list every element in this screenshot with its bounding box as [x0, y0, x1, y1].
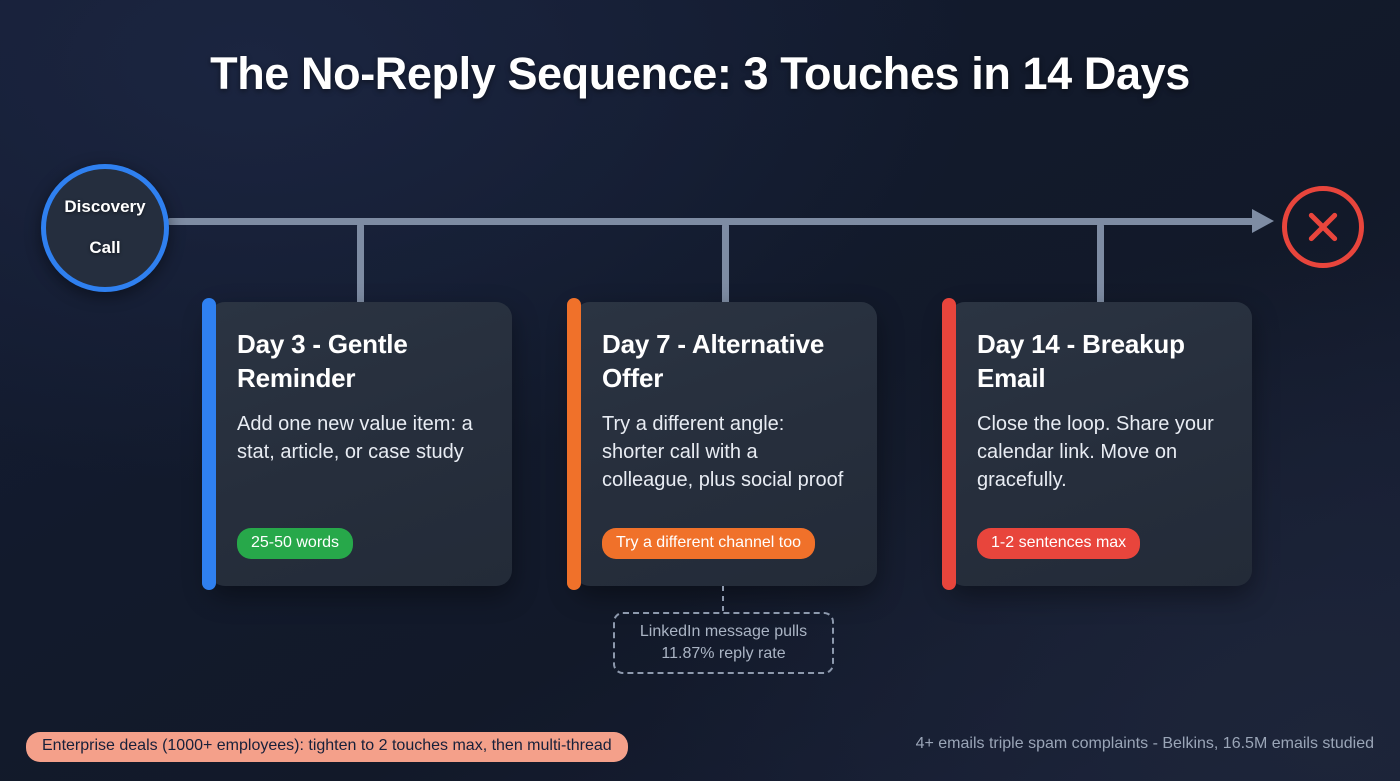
discovery-call-label-line1: Discovery	[64, 196, 146, 216]
timeline-branch-3	[1097, 224, 1104, 304]
card-accent-bar-2	[567, 298, 581, 590]
linkedin-annotation-text: LinkedIn message pulls 11.87% reply rate	[639, 623, 808, 662]
card-day-7: Day 7 - Alternative Offer Try a differen…	[567, 298, 877, 590]
card-badge-1: 25-50 words	[237, 528, 354, 559]
source-note: 4+ emails triple spam complaints - Belki…	[915, 735, 1374, 752]
timeline-branch-2	[722, 224, 729, 304]
page-title: The No-Reply Sequence: 3 Touches in 14 D…	[210, 48, 1190, 99]
card-accent-bar-1	[202, 298, 216, 590]
timeline-arrow-icon	[1252, 209, 1274, 233]
card-badge-2: Try a different channel too	[602, 528, 815, 559]
card-body-1: Add one new value item: a stat, article,…	[237, 412, 473, 463]
timeline-branch-1	[357, 224, 364, 304]
close-x-icon	[1282, 186, 1364, 268]
card-badge-3: 1-2 sentences max	[977, 528, 1141, 559]
card-day-14: Day 14 - Breakup Email Close the loop. S…	[942, 298, 1252, 590]
card-title-1: Day 3 - Gentle Reminder	[237, 329, 408, 393]
annotation-connector	[722, 586, 724, 612]
card-title-2: Day 7 - Alternative Offer	[602, 329, 825, 393]
enterprise-note-pill: Enterprise deals (1000+ employees): tigh…	[26, 732, 628, 762]
card-day-3: Day 3 - Gentle Reminder Add one new valu…	[202, 298, 512, 590]
linkedin-annotation-box: LinkedIn message pulls 11.87% reply rate	[613, 612, 834, 674]
discovery-call-node: Discovery Call	[41, 164, 169, 292]
card-body-3: Close the loop. Share your calendar link…	[977, 412, 1214, 492]
card-body-2: Try a different angle: shorter call with…	[602, 412, 844, 492]
discovery-call-label-line2: Call	[89, 238, 121, 258]
card-title-3: Day 14 - Breakup Email	[977, 329, 1185, 393]
card-accent-bar-3	[942, 298, 956, 590]
timeline-horizontal-line	[168, 218, 1260, 225]
